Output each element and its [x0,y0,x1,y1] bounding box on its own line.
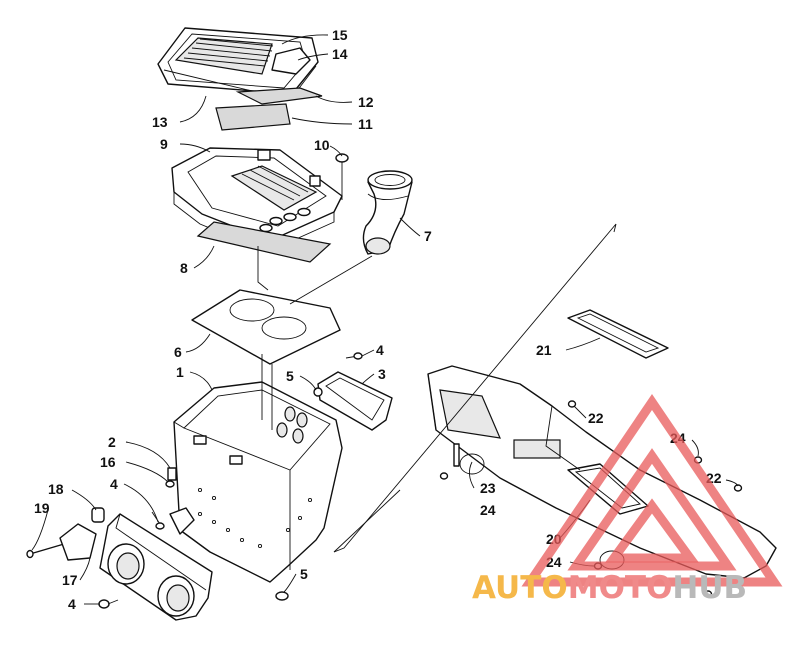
callout-7: 7 [424,228,432,244]
screw-4-bottom [98,599,119,609]
callout-19: 19 [34,500,50,516]
callout-10: 10 [314,137,330,153]
callout-5-top: 5 [286,368,294,384]
callout-3: 3 [378,366,386,382]
leader-lines [31,34,739,605]
callout-23: 23 [480,480,496,496]
callout-5-bottom: 5 [300,566,308,582]
screw-4-top [345,352,363,360]
callout-12: 12 [358,94,374,110]
callout-9: 9 [160,136,168,152]
screw-22-c [703,590,713,598]
flange-gasket [317,371,393,431]
callout-4-bottom: 4 [68,596,76,612]
filter-foam-8 [196,221,332,263]
bolt-19 [26,543,65,559]
callout-17: 17 [62,572,78,588]
screw-24-b [439,472,449,480]
watermark: AUTOMOTOHUB [472,393,783,606]
watermark-hub: HUB [672,570,747,606]
watermark-text: AUTOMOTOHUB [472,570,747,606]
watermark-moto: MOTO [568,570,673,606]
watermark-auto: AUTO [472,570,568,606]
stud-2 [167,467,177,481]
assembly-lines [257,172,617,553]
screw-22-b [733,484,743,492]
duct-gasket [567,309,669,359]
intake-silencer [99,513,213,621]
screw-4-mid [151,511,165,530]
clip-23 [453,443,460,467]
callout-8: 8 [180,260,188,276]
callout-24-b: 24 [480,502,496,518]
watermark-logo-icon [521,393,783,587]
callout-2: 2 [108,434,116,450]
callout-11: 11 [358,116,373,132]
callout-22-a: 22 [588,410,604,426]
gasket-plate [191,289,341,365]
rivet-10 [335,153,349,172]
callout-4-top: 4 [376,342,384,358]
filter-foam-11 [215,103,291,131]
grommet-5-bottom [275,591,289,601]
bracket-17 [59,523,97,561]
callout-4-mid: 4 [110,476,118,492]
screw-22-a [567,400,577,408]
callout-14: 14 [332,46,348,62]
callout-6: 6 [174,344,182,360]
callout-21: 21 [536,342,552,358]
spacer-18 [91,507,105,523]
callout-numbers: 15 14 12 13 11 9 10 7 8 21 6 4 1 5 3 22 … [34,27,722,612]
callout-18: 18 [48,481,64,497]
callout-13: 13 [152,114,168,130]
callout-15: 15 [332,27,348,43]
callout-16: 16 [100,454,116,470]
filter-housing [171,147,343,249]
callout-1: 1 [176,364,184,380]
intake-elbow [362,170,413,255]
airbox-body [173,381,343,583]
clip-bracket [169,507,195,535]
filter-foam-12 [235,87,323,105]
nut-16 [165,480,175,488]
airbox-cover [157,27,319,101]
